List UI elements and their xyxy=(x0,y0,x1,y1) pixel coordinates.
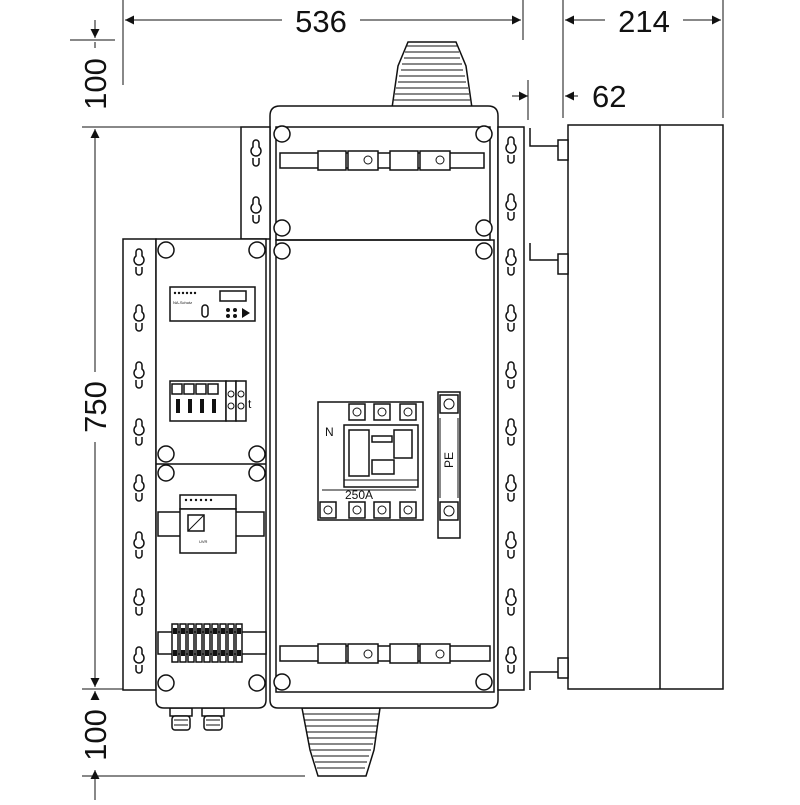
keyhole-slot xyxy=(505,474,517,502)
keyhole-slots xyxy=(133,136,517,674)
mounting-screw xyxy=(273,219,291,237)
keyhole-slot xyxy=(133,361,145,389)
terminal-screw xyxy=(173,650,177,656)
mounting-screw xyxy=(475,673,493,691)
terminal-screw xyxy=(229,650,233,656)
keyhole-slot xyxy=(505,531,517,559)
terminal-screw xyxy=(213,628,217,634)
keyhole-slot xyxy=(133,474,145,502)
mounting-screw xyxy=(475,219,493,237)
timer-label: t xyxy=(248,397,252,411)
terminal-screw xyxy=(221,650,225,656)
mounting-screw xyxy=(248,674,266,692)
terminal xyxy=(187,623,195,663)
terminal-screw xyxy=(237,650,241,656)
keyhole-slot xyxy=(505,361,517,389)
small-cable-glands xyxy=(169,707,225,731)
keyhole-slot xyxy=(505,248,517,276)
corner-screws xyxy=(157,125,493,692)
keyhole-slot xyxy=(133,418,145,446)
top-cable-gland xyxy=(391,41,473,109)
keyhole-slot xyxy=(505,136,517,164)
terminal-screw xyxy=(181,650,185,656)
keyhole-slot xyxy=(505,193,517,221)
terminal-screw xyxy=(181,628,185,634)
mounting-screw xyxy=(475,242,493,260)
mounting-screw xyxy=(475,125,493,143)
terminal-screw xyxy=(197,628,201,634)
terminal-screw xyxy=(189,650,193,656)
mounting-screw xyxy=(157,241,175,259)
dim-height-bottom-100: 100 xyxy=(78,709,113,761)
mounting-screw xyxy=(273,673,291,691)
keyhole-slot xyxy=(250,196,262,224)
terminal xyxy=(195,623,203,663)
mounting-screw xyxy=(157,674,175,692)
pe-bar: PE xyxy=(437,391,461,539)
keyhole-slot xyxy=(250,139,262,167)
dimension-lines xyxy=(70,0,724,800)
dim-width-536: 536 xyxy=(295,4,347,39)
terminal xyxy=(235,623,243,663)
din-rail-bottom xyxy=(279,643,491,664)
terminal xyxy=(227,623,235,663)
terminal xyxy=(211,623,219,663)
keyhole-slot xyxy=(133,646,145,674)
terminal-screw xyxy=(197,650,201,656)
power-supply-unit: UVR xyxy=(157,494,265,554)
keyhole-slot xyxy=(505,304,517,332)
keyhole-slot xyxy=(505,588,517,616)
keyhole-slot xyxy=(505,418,517,446)
dim-height-top-100: 100 xyxy=(78,58,113,110)
terminal-screw xyxy=(221,628,225,634)
side-view xyxy=(529,124,724,690)
keyhole-slot xyxy=(133,304,145,332)
na-protection-relay: NA-Schutz xyxy=(169,286,256,322)
dimension-labels: 536 214 62 100 750 100 xyxy=(78,4,670,761)
mounting-screw xyxy=(273,125,291,143)
circuit-breaker: N 250A xyxy=(317,401,424,521)
mounting-screw xyxy=(248,464,266,482)
terminal-screw xyxy=(189,628,193,634)
left-enclosure xyxy=(122,238,267,709)
keyhole-slot xyxy=(133,248,145,276)
pe-label: PE xyxy=(442,452,456,468)
terminal-screw xyxy=(205,650,209,656)
dim-depth-62: 62 xyxy=(592,79,626,114)
terminal-screw xyxy=(205,628,209,634)
mounting-screw xyxy=(157,464,175,482)
terminal xyxy=(179,623,187,663)
din-rail-top xyxy=(279,150,485,171)
keyhole-slot xyxy=(133,531,145,559)
terminal-screw xyxy=(229,628,233,634)
fuse-block: t xyxy=(169,380,252,422)
mounting-screw xyxy=(157,445,175,463)
terminal xyxy=(203,623,211,663)
bottom-cable-gland xyxy=(301,707,381,777)
terminal-block-strip xyxy=(157,623,267,663)
terminal xyxy=(171,623,179,663)
mounting-screw xyxy=(273,242,291,260)
dim-depth-214: 214 xyxy=(618,4,670,39)
psu-label: UVR xyxy=(199,539,208,544)
dim-height-750: 750 xyxy=(78,381,113,433)
terminal-screw xyxy=(213,650,217,656)
terminal xyxy=(219,623,227,663)
terminal-screw xyxy=(173,628,177,634)
breaker-neutral-label: N xyxy=(325,425,334,439)
mounting-screw xyxy=(248,241,266,259)
keyhole-slot xyxy=(505,646,517,674)
mounting-screw xyxy=(248,445,266,463)
terminal-screw xyxy=(237,628,241,634)
breaker-rating-label: 250A xyxy=(345,488,373,502)
relay-label: NA-Schutz xyxy=(173,300,192,305)
keyhole-slot xyxy=(133,588,145,616)
